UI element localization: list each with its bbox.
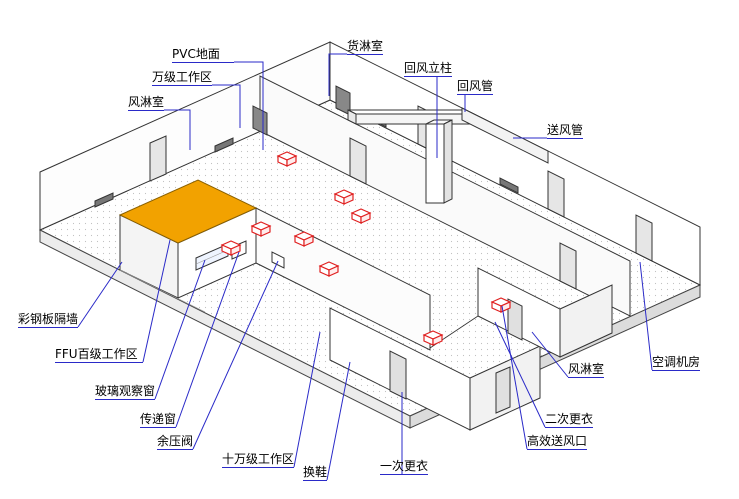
label-return-air-duct: 回风管 bbox=[457, 79, 494, 95]
leader-lines bbox=[77, 53, 653, 481]
label-air-shower-right: 风淋室 bbox=[568, 362, 605, 378]
leader-second-change bbox=[494, 321, 546, 428]
supply-duct-shape bbox=[461, 107, 549, 164]
door-icon bbox=[335, 85, 351, 116]
label-hepa-outlet: 高效送风口 bbox=[527, 434, 588, 450]
door-icon bbox=[559, 242, 577, 290]
label-pressure-valve: 余压阀 bbox=[157, 434, 194, 450]
label-shoe-change: 换鞋 bbox=[303, 465, 328, 481]
label-cargo-shower: 货淋室 bbox=[347, 39, 384, 55]
label-glass-window: 玻璃观察窗 bbox=[95, 384, 156, 400]
label-air-shower-left: 风淋室 bbox=[128, 95, 165, 111]
label-pvc-floor: PVC地面 bbox=[172, 47, 234, 63]
door-icon bbox=[635, 214, 653, 262]
door-icon bbox=[495, 366, 511, 414]
leader-air-shower-right bbox=[531, 331, 569, 378]
label-steel-partition: 彩钢板隔墙 bbox=[18, 312, 79, 328]
label-ffu-class100-zone: FFU百级工作区 bbox=[55, 347, 143, 363]
vent-grille-icon bbox=[214, 137, 234, 153]
leader-steel-partition bbox=[77, 261, 123, 328]
ffu-ceiling-highlight bbox=[118, 179, 258, 244]
label-supply-air-duct: 送风管 bbox=[547, 123, 584, 139]
leader-class-100k bbox=[293, 331, 321, 468]
leader-class-10k bbox=[212, 84, 241, 128]
label-ac-room: 空调机房 bbox=[652, 355, 701, 371]
changing-rooms-walls bbox=[329, 307, 541, 431]
door-icon bbox=[389, 350, 407, 400]
leader-pass-window bbox=[175, 251, 240, 428]
label-class-10k-zone: 万级工作区 bbox=[152, 70, 213, 86]
leader-air-shower-left bbox=[164, 109, 191, 150]
leader-shoe-change bbox=[326, 361, 351, 481]
pressure-valve-icon bbox=[271, 251, 285, 269]
leader-ffu-zone bbox=[142, 239, 171, 363]
label-return-air-column: 回风立柱 bbox=[404, 61, 453, 77]
leader-pvc-floor bbox=[234, 61, 264, 150]
bottom-right-rooms bbox=[429, 267, 613, 358]
label-first-change: 一次更衣 bbox=[380, 459, 429, 475]
door-icon bbox=[149, 135, 167, 182]
label-class-100k-zone: 十万级工作区 bbox=[222, 452, 295, 468]
label-pass-window: 传递窗 bbox=[140, 412, 177, 428]
leader-pressure-valve bbox=[192, 260, 279, 450]
air-ducts bbox=[347, 107, 549, 204]
vent-grille-icon bbox=[499, 177, 519, 194]
door-icon bbox=[507, 298, 523, 341]
label-second-change: 二次更衣 bbox=[545, 412, 594, 428]
leader-glass-window bbox=[154, 259, 206, 400]
door-icon bbox=[349, 137, 367, 185]
back-left-wall bbox=[39, 41, 331, 231]
door-icon bbox=[547, 170, 565, 218]
leader-cargo-shower bbox=[328, 53, 347, 96]
leader-hepa-outlet bbox=[501, 305, 528, 450]
vent-grille-icon bbox=[94, 192, 114, 208]
leader-ac-room bbox=[639, 261, 653, 371]
return-air-column-shape bbox=[425, 119, 453, 204]
